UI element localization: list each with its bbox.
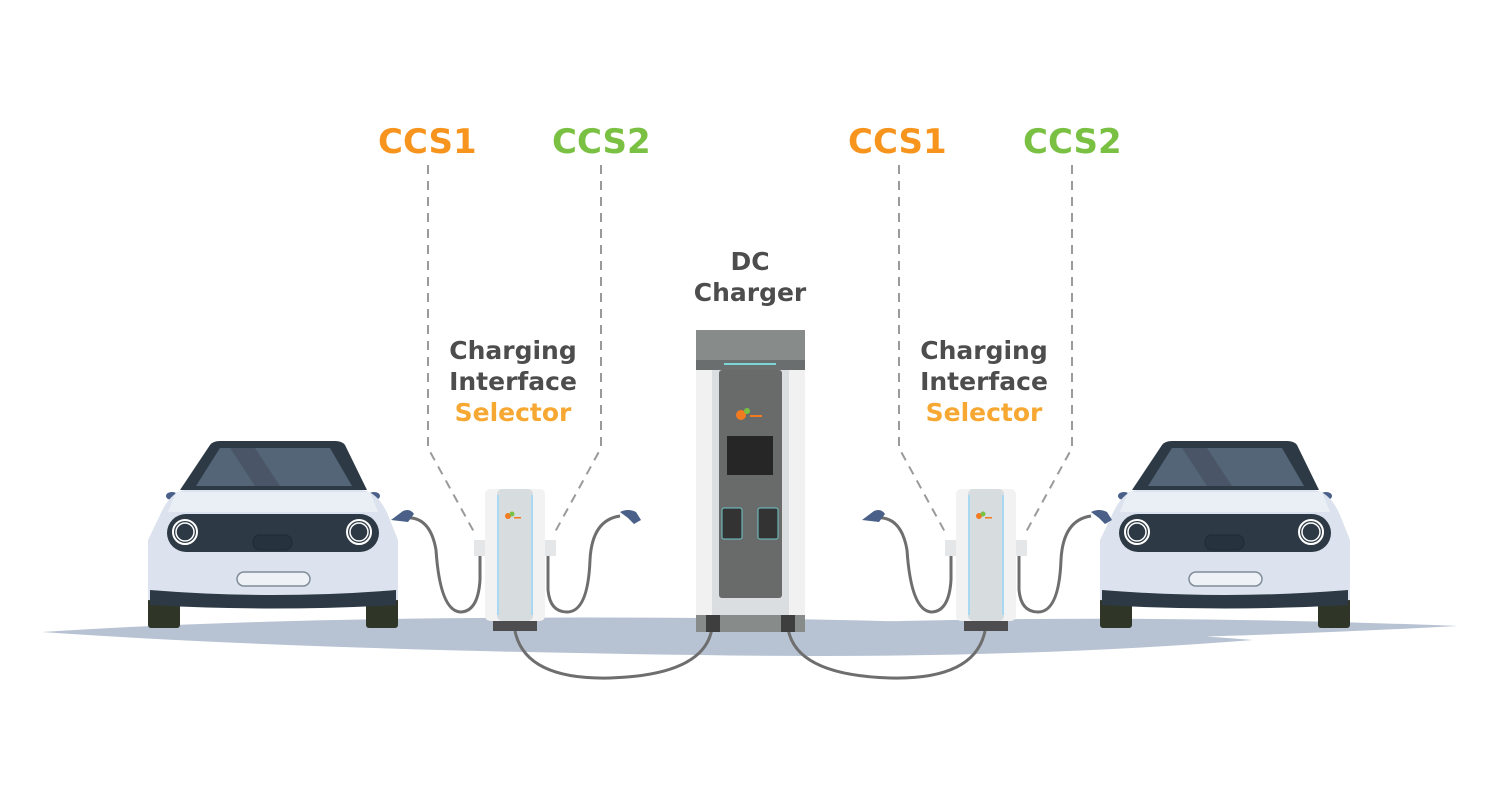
power-cable-right (786, 627, 987, 680)
power-cable-left (513, 627, 714, 680)
left-ccs1-label: CCS1 (378, 122, 477, 162)
left-selector-label-line2: Interface (449, 367, 577, 396)
left-charging-interface-selector (389, 487, 643, 633)
right-ccs1-label: CCS1 (848, 122, 947, 162)
right-ev (1099, 440, 1351, 629)
left-ccs2-label: CCS2 (552, 122, 651, 162)
dc-charger (696, 330, 805, 632)
dc-charger-label-line1: DC (730, 247, 769, 276)
ground-shadow (780, 618, 1458, 642)
left-selector-label-line3: Selector (455, 398, 572, 427)
left-selector-label-line1: Charging (449, 336, 577, 365)
right-selector-label-line3: Selector (926, 398, 1043, 427)
right-ccs2-label: CCS2 (1023, 122, 1122, 162)
right-selector-label-line2: Interface (920, 367, 1048, 396)
left-ev (147, 440, 399, 629)
right-selector-label-line1: Charging (920, 336, 1048, 365)
right-charging-interface-selector (860, 487, 1114, 633)
dc-charger-label-line2: Charger (694, 278, 807, 307)
